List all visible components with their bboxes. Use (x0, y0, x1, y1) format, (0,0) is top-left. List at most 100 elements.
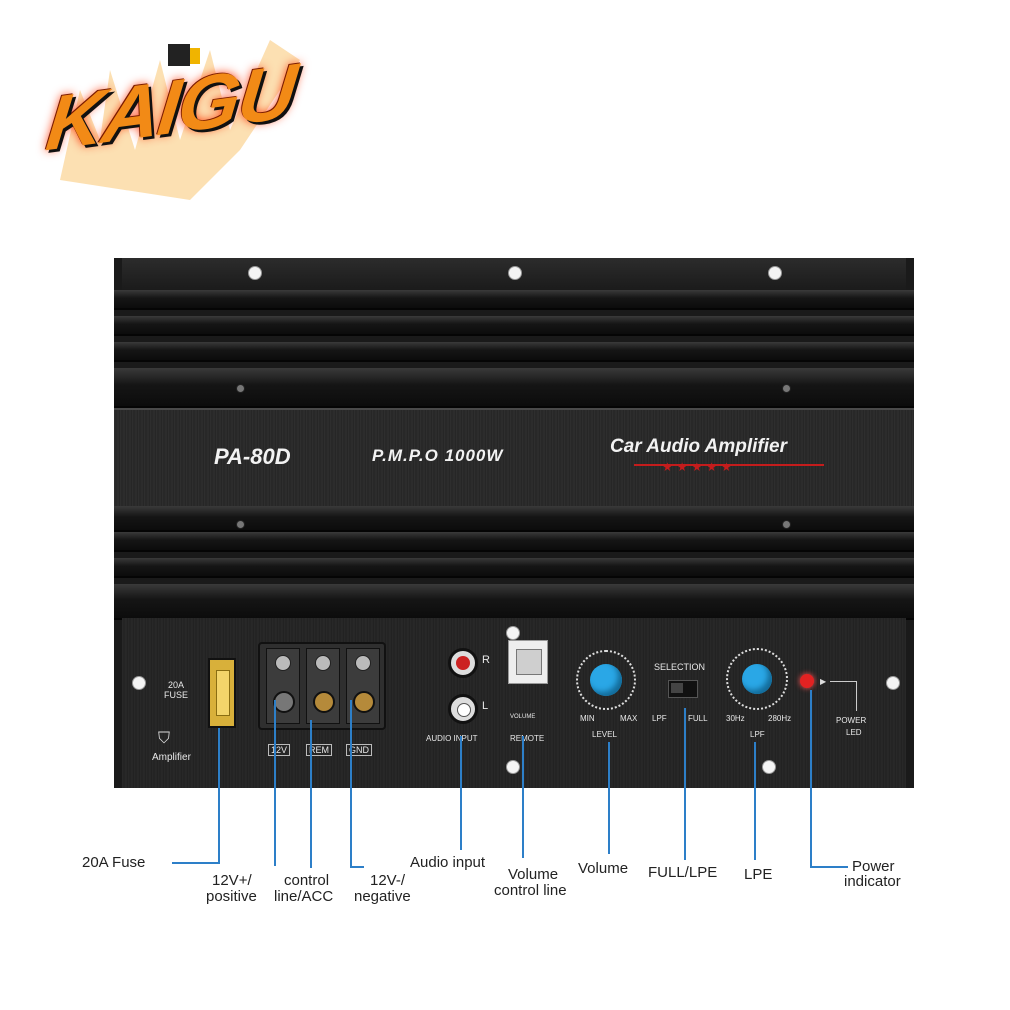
callout-line-positive (274, 700, 276, 866)
screw-icon (313, 691, 335, 713)
screw (782, 384, 791, 393)
remote-label: REMOTE (510, 734, 545, 743)
amplifier-logo-icon: ⛉ (158, 730, 171, 747)
mount-hole (508, 266, 522, 280)
screw (782, 520, 791, 529)
star-row-icon: ★★★★★ (662, 460, 736, 474)
terminal-gnd-label: GND (346, 744, 372, 756)
mount-hole (248, 266, 262, 280)
callout-line-power (810, 690, 812, 868)
panel-brand-label: Amplifier (152, 752, 191, 763)
selection-lpf-label: LPF (652, 714, 667, 723)
callout-fuse: 20A Fuse (82, 854, 146, 871)
model-label: PA-80D (214, 444, 291, 469)
callout-audio-input: Audio input (410, 854, 486, 871)
heatsink-fin (114, 290, 914, 310)
led-pointer-line (856, 681, 857, 711)
callout-volume-line-1: Volume (508, 866, 559, 883)
fuse-holder[interactable] (208, 658, 236, 728)
lpf-knob[interactable] (742, 664, 772, 694)
callout-line-fuse (172, 862, 220, 864)
power-led-label-2: LED (846, 728, 862, 737)
heatsink-fin (114, 558, 914, 578)
lpf-knob-scale (726, 648, 788, 710)
level-min-label: MIN (580, 714, 595, 723)
product-name-label: Car Audio Amplifier (610, 436, 787, 457)
control-panel: 20A FUSE ⛉ Amplifier 12V REM GND (122, 618, 906, 788)
callout-negative-2: negative (354, 888, 411, 905)
rca-ring (457, 703, 471, 717)
callout-positive-1: 12V+/ (212, 872, 252, 889)
callout-line-full-lpe (684, 708, 686, 860)
front-face-plate: PA-80D P.M.P.O 1000W Car Audio Amplifier… (114, 408, 914, 508)
callout-line-control (310, 720, 312, 868)
power-led (800, 674, 814, 688)
switch-slider (671, 683, 683, 693)
fuse-text-label: FUSE (164, 690, 189, 700)
heatsink-fin (114, 368, 914, 408)
mount-hole (886, 676, 900, 690)
power-terminal-block (258, 642, 386, 730)
power-led-label-1: POWER (836, 716, 867, 725)
screw (236, 520, 245, 529)
rca-input-left[interactable] (448, 694, 478, 724)
callout-line-lpe (754, 742, 756, 860)
lpf-high-label: 280Hz (768, 714, 792, 723)
jack-socket (516, 649, 542, 675)
terminal-12v[interactable] (266, 648, 300, 724)
terminal-rem-label: REM (306, 744, 332, 756)
led-pointer-line (830, 681, 856, 682)
selection-full-label: FULL (688, 714, 708, 723)
mount-hole (762, 760, 776, 774)
brand-logo (40, 30, 320, 220)
lpf-label: LPF (750, 730, 765, 739)
heatsink-fin (114, 506, 914, 532)
callout-lpe: LPE (744, 866, 773, 883)
audio-input-label: AUDIO INPUT (426, 734, 478, 743)
callout-line-audio-input (460, 736, 462, 850)
level-label: LEVEL (592, 730, 617, 739)
mount-hole (768, 266, 782, 280)
heatsink-fin (114, 584, 914, 620)
callout-full-lpe: FULL/LPE (648, 864, 718, 881)
callout-line-fuse (218, 728, 220, 864)
screw-icon (355, 655, 371, 671)
callout-positive-2: positive (206, 888, 257, 905)
callout-line-volume-control (522, 736, 524, 858)
rca-right-label: R (482, 654, 490, 666)
rca-left-label: L (482, 700, 489, 712)
callout-control-2: line/ACC (274, 888, 334, 905)
fuse[interactable] (216, 670, 230, 716)
volume-tag-label: VOLUME (510, 714, 536, 720)
heatsink-fin (114, 532, 914, 552)
callout-power-1: Power (852, 858, 895, 875)
screw-icon (275, 655, 291, 671)
heatsink-fin (114, 342, 914, 362)
arrow-right-icon: ▶ (820, 677, 827, 686)
amplifier-unit: PA-80D P.M.P.O 1000W Car Audio Amplifier… (114, 258, 914, 788)
callout-volume-line-2: control line (494, 882, 567, 899)
callout-line-negative (350, 866, 364, 868)
callout-line-negative (350, 700, 352, 868)
screw-icon (273, 691, 295, 713)
screw (236, 384, 245, 393)
rca-input-right[interactable] (448, 648, 478, 678)
callout-negative-1: 12V-/ (370, 872, 406, 889)
rca-ring (456, 656, 470, 670)
terminal-rem[interactable] (306, 648, 340, 724)
level-max-label: MAX (620, 714, 638, 723)
power-rating-label: P.M.P.O 1000W (372, 446, 504, 465)
red-underline (634, 464, 824, 466)
terminal-12v-label: 12V (268, 744, 291, 756)
mount-hole (132, 676, 146, 690)
level-knob[interactable] (590, 664, 622, 696)
selection-label: SELECTION (654, 662, 706, 672)
remote-jack[interactable] (508, 640, 548, 684)
mount-hole (506, 626, 520, 640)
lpf-full-switch[interactable] (668, 680, 698, 698)
screw-icon (353, 691, 375, 713)
logo-flame-graphic (60, 40, 300, 200)
screw-icon (315, 655, 331, 671)
heatsink-fin (114, 316, 914, 336)
callout-control-1: control (284, 872, 330, 889)
